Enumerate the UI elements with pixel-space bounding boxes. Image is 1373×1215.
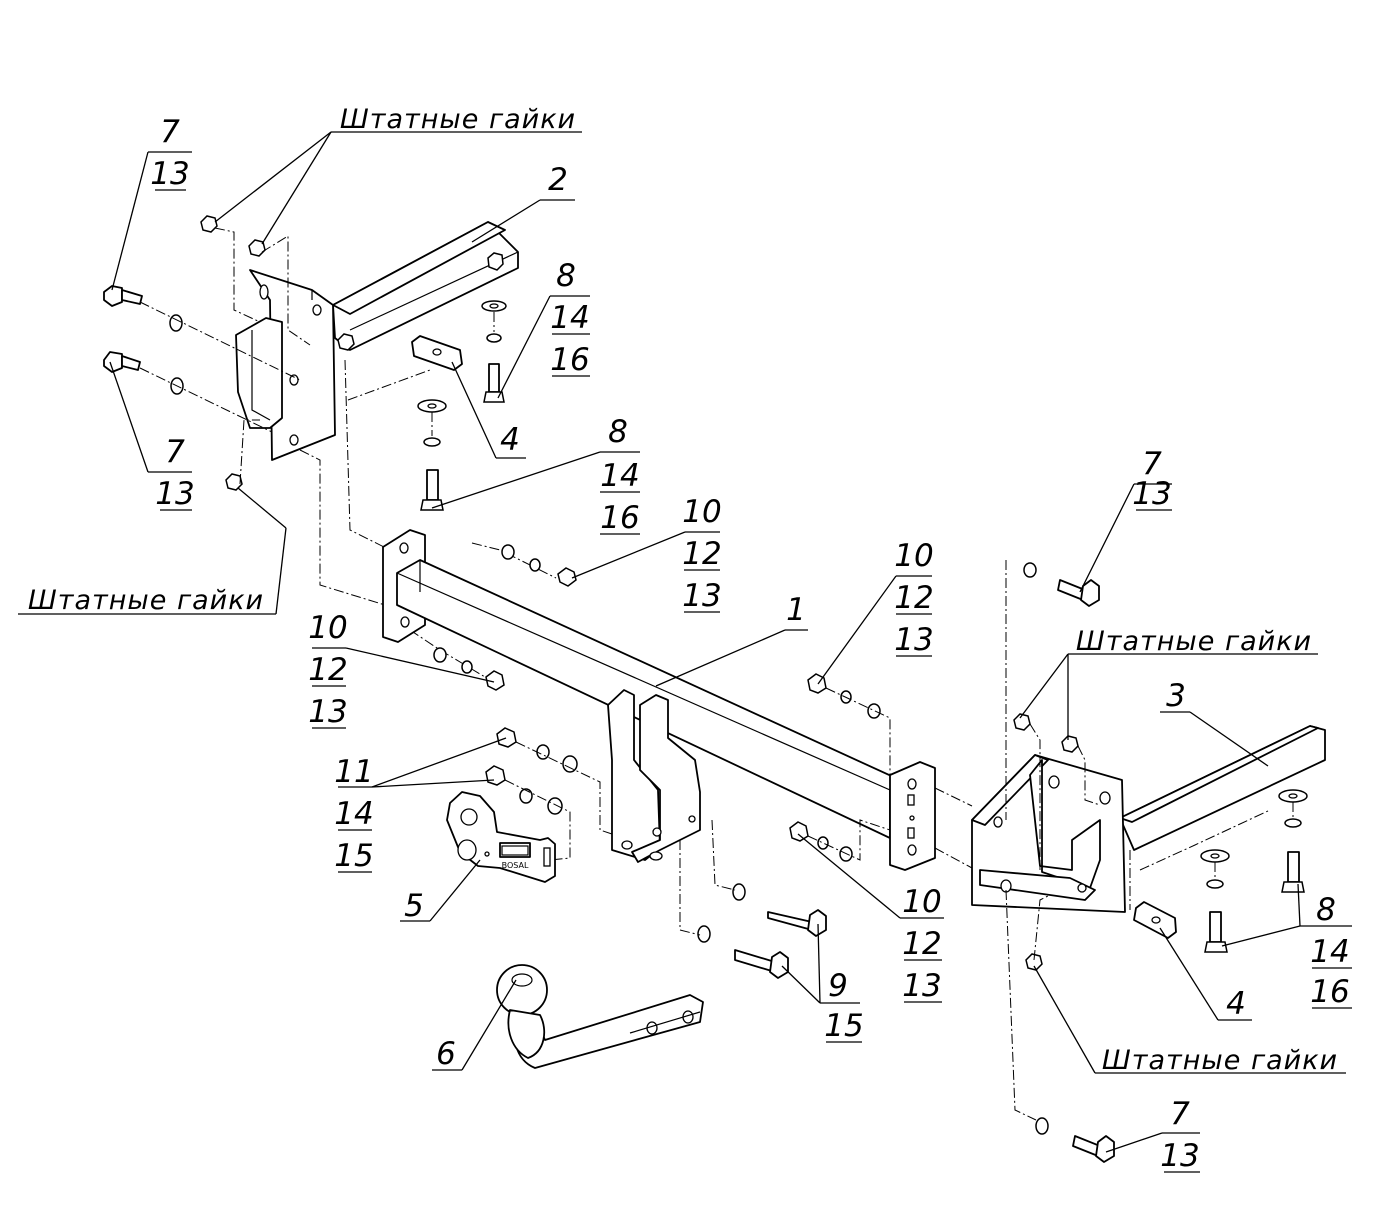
plate-part-4-left — [411, 335, 463, 371]
label-10-a: 10 — [682, 494, 721, 530]
label-13-ml: 13 — [155, 476, 194, 512]
label-3: 3 — [1166, 678, 1186, 714]
callout-labels: Штатные гайки Штатные гайки Штатные гайк… — [28, 104, 1352, 1174]
label-7-ml: 7 — [165, 434, 185, 470]
label-1: 1 — [786, 592, 806, 628]
label-16-a: 16 — [550, 342, 589, 378]
fasteners-11-14-15 — [485, 727, 616, 861]
label-14-r: 14 — [1310, 934, 1349, 970]
label-10-d: 10 — [902, 884, 941, 920]
label-13-a: 13 — [682, 578, 721, 614]
label-10-c: 10 — [894, 538, 933, 574]
label-8-a: 8 — [556, 258, 576, 294]
assembly-lines-right — [934, 560, 1294, 1121]
label-standard-nuts-right-top: Штатные гайки — [1076, 626, 1312, 657]
label-8-r: 8 — [1316, 892, 1336, 928]
bolt-set-8-right — [1200, 789, 1308, 953]
label-16-r: 16 — [1310, 974, 1349, 1010]
fasteners-10-12-13-left — [433, 544, 577, 691]
label-12-c: 12 — [894, 580, 933, 616]
label-16-b: 16 — [600, 500, 639, 536]
label-4-right: 4 — [1226, 986, 1246, 1022]
label-standard-nuts-right-bottom: Штатные гайки — [1102, 1045, 1338, 1076]
bolts-7-left — [103, 215, 266, 491]
socket-plate-part-5: BOSAL — [446, 791, 556, 883]
crossbar-part-1 — [382, 529, 936, 871]
label-15-a: 15 — [334, 838, 373, 874]
label-5: 5 — [404, 888, 424, 924]
label-7-tl: 7 — [160, 114, 180, 150]
label-6: 6 — [436, 1036, 456, 1072]
label-7-br: 7 — [1170, 1096, 1190, 1132]
label-standard-nuts-top-left: Штатные гайки — [340, 104, 576, 135]
label-14-a: 14 — [550, 300, 589, 336]
label-4-left: 4 — [500, 422, 520, 458]
label-13-tl: 13 — [150, 156, 189, 192]
plate-part-4-right — [1133, 901, 1177, 939]
label-13-br: 13 — [1160, 1138, 1199, 1174]
label-9: 9 — [828, 968, 848, 1004]
label-12-a: 12 — [682, 536, 721, 572]
bolts-7-right — [1013, 562, 1115, 1163]
plate-marking-text: BOSAL — [502, 861, 529, 870]
label-12-b: 12 — [308, 652, 347, 688]
label-13-c: 13 — [894, 622, 933, 658]
label-8-b: 8 — [608, 414, 628, 450]
label-14-b: 14 — [600, 458, 639, 494]
callout-leaders — [18, 131, 1352, 1153]
label-standard-nuts-mid-left: Штатные гайки — [28, 585, 264, 616]
tow-ball-part-6 — [496, 964, 704, 1069]
label-10-b: 10 — [308, 610, 347, 646]
bolts-9 — [679, 819, 827, 979]
label-2: 2 — [548, 162, 568, 198]
label-13-b: 13 — [308, 694, 347, 730]
label-13-d: 13 — [902, 968, 941, 1004]
right-bracket-part-3 — [971, 725, 1326, 913]
label-15-b: 15 — [824, 1008, 863, 1044]
label-14-c: 14 — [334, 796, 373, 832]
label-12-d: 12 — [902, 926, 941, 962]
label-11: 11 — [334, 754, 373, 790]
left-bracket-part-2 — [235, 221, 519, 461]
label-7-r: 7 — [1142, 446, 1162, 482]
bolt-set-8-left — [417, 300, 507, 511]
label-13-r: 13 — [1132, 476, 1171, 512]
